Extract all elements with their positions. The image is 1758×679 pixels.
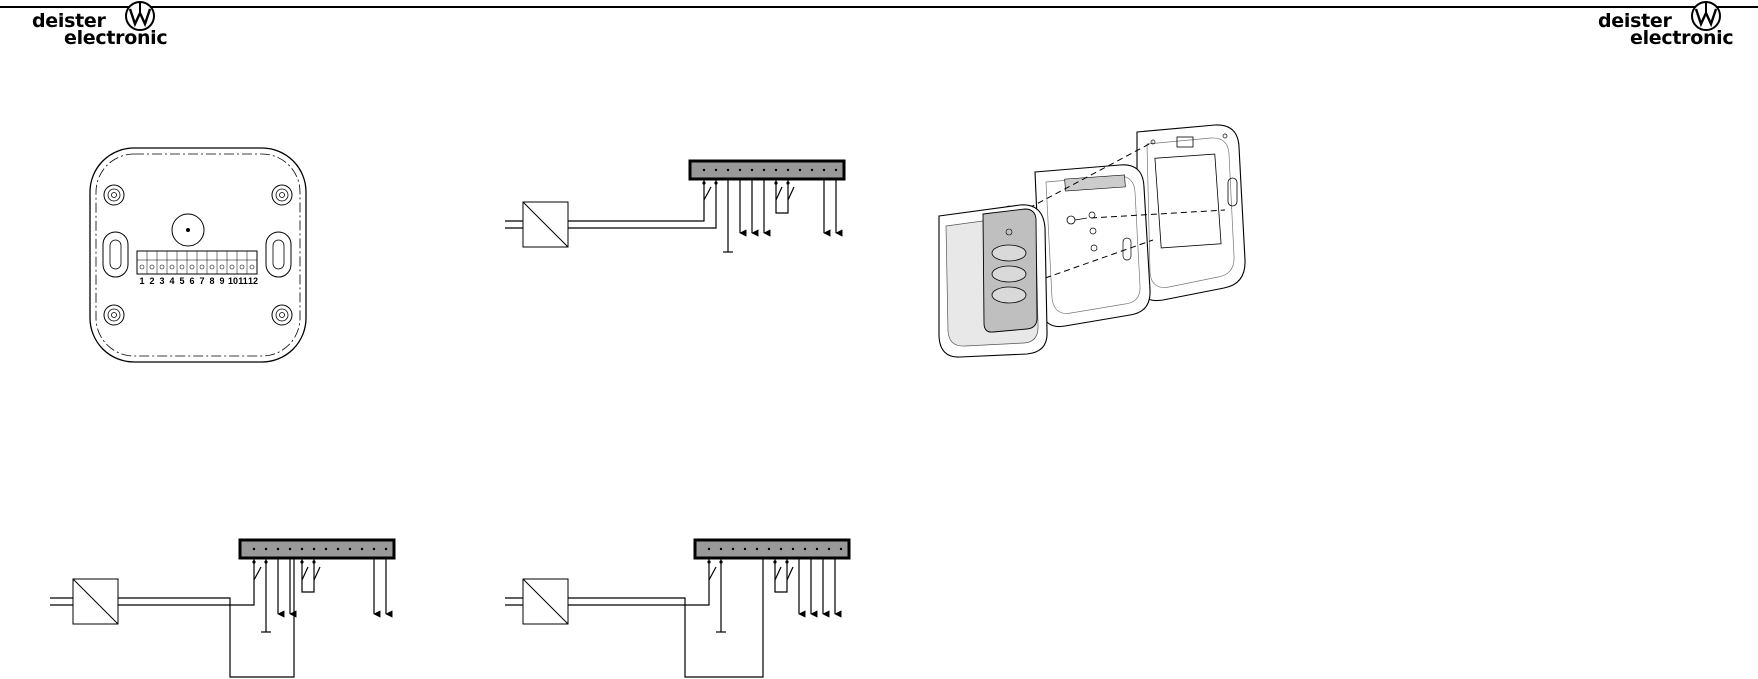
terminal-number: 11 (238, 276, 248, 286)
wiring-diagram-1 (495, 155, 855, 260)
terminal-number: 9 (219, 276, 224, 286)
terminal-number: 10 (228, 276, 238, 286)
wiring-diagram-3 (495, 530, 865, 679)
exploded-assembly-view (925, 120, 1285, 400)
screw-hole-bottom-right (272, 305, 292, 325)
terminal-strip (695, 540, 849, 558)
terminal-number: 6 (189, 276, 194, 286)
mounting-slot-right (266, 232, 291, 277)
deister-w-seal-icon (124, 0, 156, 32)
brand-logo-left: deister electronic (28, 0, 178, 48)
connection-dots (252, 560, 315, 563)
terminal-number: 1 (139, 276, 144, 286)
terminal-block (137, 251, 257, 274)
power-supply-box-icon (523, 202, 568, 247)
mounting-back-plate (1137, 125, 1245, 301)
header-rule (0, 6, 1758, 8)
connection-dots (707, 560, 788, 563)
power-supply-box-icon (73, 579, 118, 624)
device-rear-view: 1 2 3 4 5 6 7 8 9 10 11 12 (85, 143, 315, 368)
mounting-frame (1035, 165, 1150, 327)
terminal-strip (240, 540, 394, 558)
terminal-strip (690, 161, 844, 179)
screw-hole-bottom-left (104, 305, 124, 325)
screw-hole-top-left (104, 185, 124, 205)
brand-logo-right: deister electronic (1594, 0, 1744, 48)
reader-front-cover (939, 205, 1047, 357)
screw-hole-top-right (272, 185, 292, 205)
terminal-number: 4 (169, 276, 174, 286)
terminal-number: 7 (199, 276, 204, 286)
wiring-diagram-2 (40, 530, 410, 679)
terminal-number-labels: 1 2 3 4 5 6 7 8 9 10 11 12 (139, 276, 258, 286)
deister-w-seal-icon (1690, 0, 1722, 32)
terminal-number: 2 (149, 276, 154, 286)
connection-dots (702, 181, 789, 184)
terminal-number: 12 (248, 276, 258, 286)
terminal-number: 8 (209, 276, 214, 286)
terminal-number: 5 (179, 276, 184, 286)
mounting-slot-left (103, 232, 128, 277)
buzzer (172, 214, 204, 246)
terminal-number: 3 (159, 276, 164, 286)
power-supply-box-icon (523, 579, 568, 624)
